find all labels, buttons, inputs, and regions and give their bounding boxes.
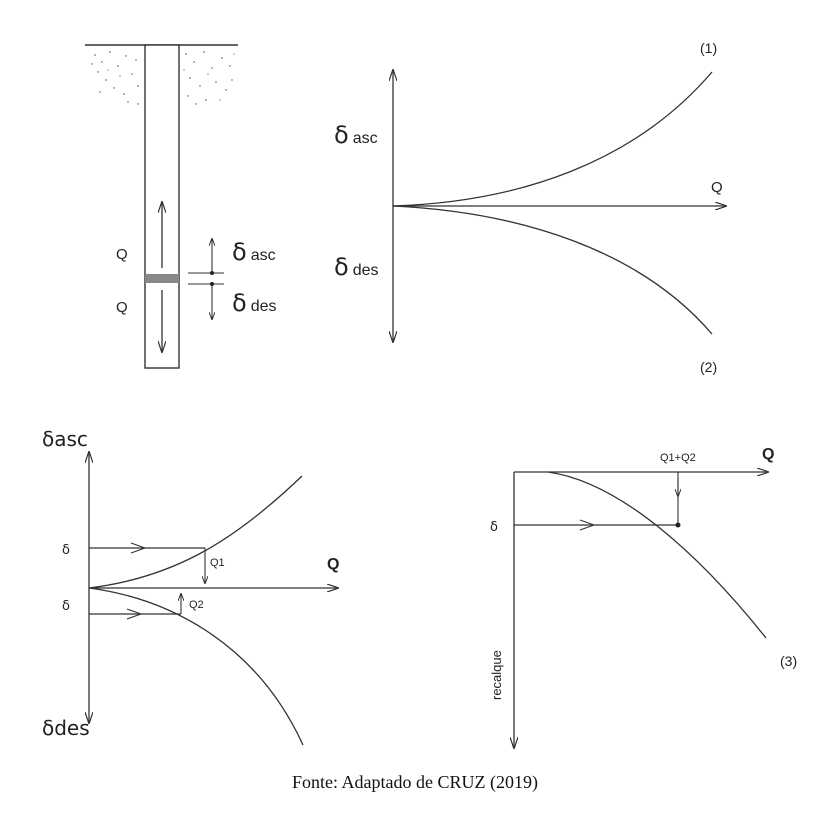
curve-1-label: (1) [700, 40, 717, 56]
q1-label: Q1 [210, 557, 225, 569]
graph-bottom-right: Q Q1+Q2 δ recalque (3) [489, 446, 797, 748]
curve-uplift [88, 475, 303, 589]
y-axis-label: recalque [489, 650, 504, 700]
delta1-arrowhead [130, 542, 147, 554]
load-cell [145, 274, 179, 283]
sum-label: Q1+Q2 [660, 452, 696, 464]
q2-label: Q2 [189, 599, 204, 611]
delta-label: δ [490, 520, 498, 535]
curve-settlement [88, 587, 304, 746]
curve-3 [547, 471, 767, 639]
delta2-label: δ [62, 599, 70, 614]
y-down-label: δdes [42, 716, 90, 740]
curve-2 [392, 205, 713, 335]
soil-texture [91, 51, 235, 105]
load-label-top: Q [116, 246, 128, 263]
curve-3-label: (3) [780, 653, 797, 669]
x-axis-label: Q [711, 179, 723, 196]
intersection-dot [675, 522, 681, 528]
curve-2-label: (2) [700, 359, 717, 375]
curve-1 [392, 71, 713, 207]
reference-dot-upper [210, 271, 214, 275]
delta-arrowhead [579, 519, 596, 531]
x-axis-label: Q [762, 446, 774, 463]
x-axis-label: Q [327, 556, 339, 573]
reference-dot-lower [210, 282, 214, 286]
load-label-bottom: Q [116, 299, 128, 316]
delta1-label: δ [62, 543, 70, 558]
figure-caption: Fonte: Adaptado de CRUZ (2019) [292, 772, 538, 792]
graph-bottom-left: δasc δdes Q δ δ Q1 Q2 [42, 427, 339, 746]
y-up-label: δasc [42, 427, 88, 451]
delta2-arrowhead [126, 608, 143, 620]
